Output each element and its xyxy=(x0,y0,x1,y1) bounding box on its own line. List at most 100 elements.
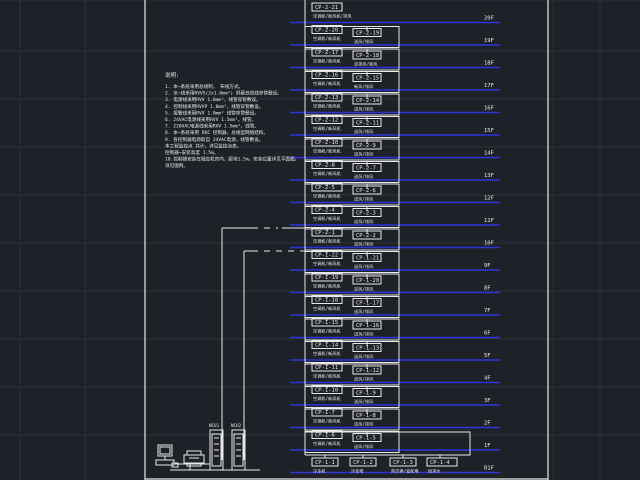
pair-bracket xyxy=(305,386,400,408)
box-id: CP-2-20 xyxy=(315,28,338,34)
box-outline xyxy=(311,227,343,237)
box-equipment: 送风/排风 xyxy=(354,398,374,405)
pair-bracket xyxy=(305,48,400,71)
box-equipment: 空调机/新风机 xyxy=(313,170,341,177)
ncu2-panel: NCU2 xyxy=(231,423,246,471)
box-id: CP-2-6 xyxy=(356,188,376,194)
pair-bracket xyxy=(305,206,400,228)
box-id: CP-2-14 xyxy=(356,98,380,104)
box-outline xyxy=(311,407,343,417)
controller-boxes: CP-2-21空调机/新风机/排风CP-2-20空调机/新风机CP-2-19送风… xyxy=(304,0,471,475)
box-outline xyxy=(311,47,343,57)
box-id: CP-1-22 xyxy=(315,253,338,259)
box-id: CP-1-13 xyxy=(356,346,379,352)
box-equipment: 空调机/新风机 xyxy=(313,395,341,402)
floor-label: 11F xyxy=(484,218,494,224)
floor-label: 12F xyxy=(484,196,494,202)
pair-bracket xyxy=(305,251,400,273)
box-id: CP-2-11 xyxy=(356,121,379,127)
box-outline xyxy=(426,457,458,467)
note-line: 2. 信~线采用RVVS(2x1.0mm²) 屏蔽双绞线穿管敷设。 xyxy=(165,90,282,97)
box-equipment: 送风/排风 xyxy=(354,218,374,225)
box-id: CP-1-16 xyxy=(356,323,379,329)
box-id: CP-2-13 xyxy=(315,95,338,101)
pair-bracket xyxy=(305,26,400,48)
box-equipment: 送风/排风 xyxy=(354,308,374,315)
box-id: CP-2-19 xyxy=(356,31,379,37)
box-id: CP-2-21 xyxy=(315,5,338,11)
box-id: CP-1-12 xyxy=(356,368,379,374)
box-id: CP-1-5 xyxy=(356,436,376,442)
box-equipment: 空调机/新风机 xyxy=(313,283,341,290)
floor-label: 17F xyxy=(484,83,494,89)
workstation-icon xyxy=(155,444,179,468)
floor-label: 6F xyxy=(484,331,491,337)
floor-label: 9F xyxy=(484,263,491,269)
box-outline xyxy=(311,115,343,124)
box-outline xyxy=(311,205,343,214)
box-outline xyxy=(311,160,343,169)
box-outline xyxy=(311,340,343,349)
box-outline xyxy=(311,385,343,394)
pair-bracket xyxy=(305,71,400,93)
box-outline xyxy=(311,430,343,439)
note-line: 本工程监控点 共计，详见监控点表。 xyxy=(165,142,241,149)
box-equipment: 热交换/变配电 xyxy=(391,468,419,475)
box-outline xyxy=(311,25,343,34)
pair-bracket xyxy=(305,341,400,363)
box-equipment: 送风/排风 xyxy=(354,38,374,45)
box-outline xyxy=(311,137,343,147)
note-line: 5. 报警线采用RVV 1.0mm² 线管穿管敷设。 xyxy=(165,109,259,116)
floor-label: 5F xyxy=(484,353,491,359)
floor-label: 20F xyxy=(484,16,494,22)
pair-bracket xyxy=(305,138,400,161)
box-id: CP-1-2 xyxy=(353,460,373,466)
box-id: CP-2-3 xyxy=(356,211,376,217)
box-equipment: 送风/排风 xyxy=(354,421,374,428)
note-line: 3. 电源线采用RVV 1.0mm²，线管穿管敷设。 xyxy=(165,96,261,103)
box-id: CP-1-19 xyxy=(315,275,338,281)
box-id: CP-1-9 xyxy=(356,391,376,397)
box-id: CP-1-21 xyxy=(356,256,379,262)
box-id: CP-2-4 xyxy=(315,208,336,214)
box-equipment: 送风/排风 xyxy=(354,128,374,135)
box-id: CP-2-9 xyxy=(356,143,376,149)
box-id: CP-2-18 xyxy=(356,53,379,59)
box-equipment: 空调机/新风机 xyxy=(313,215,341,222)
floor-label: 7F xyxy=(484,308,491,314)
box-outline xyxy=(311,70,343,79)
box-id: CP-1-8 xyxy=(356,413,376,419)
controller-panels: NCU1 NCU2 xyxy=(209,423,246,471)
note-line: 9. 各控制器电源取自 24VAC电源，线管敷设。 xyxy=(165,136,263,143)
box-equipment: 空调机/新风机 xyxy=(313,350,341,357)
box-equipment: 空调机/新风机 xyxy=(313,58,341,65)
box-equipment: 空调机/新风机 xyxy=(313,35,341,42)
floor-label: 14F xyxy=(484,151,494,157)
box-id: CP-1-10 xyxy=(315,388,338,394)
box-equipment: 冷冻机 xyxy=(313,468,326,475)
box-id: CP-1-6 xyxy=(315,433,335,439)
pair-bracket xyxy=(305,228,400,251)
floor-label: 10F xyxy=(484,241,494,247)
box-id: CP-2-2 xyxy=(356,233,376,239)
box-equipment: 送风/排风 xyxy=(354,331,374,338)
box-id: CP-1-20 xyxy=(356,278,379,284)
pair-bracket xyxy=(305,116,400,138)
box-id: CP-2-15 xyxy=(356,76,379,82)
note-line: 8. 本~系统采用 DDC 控制器，总线型网络结构。 xyxy=(165,129,268,136)
box-equipment: 空调机/新风机 xyxy=(313,260,341,267)
